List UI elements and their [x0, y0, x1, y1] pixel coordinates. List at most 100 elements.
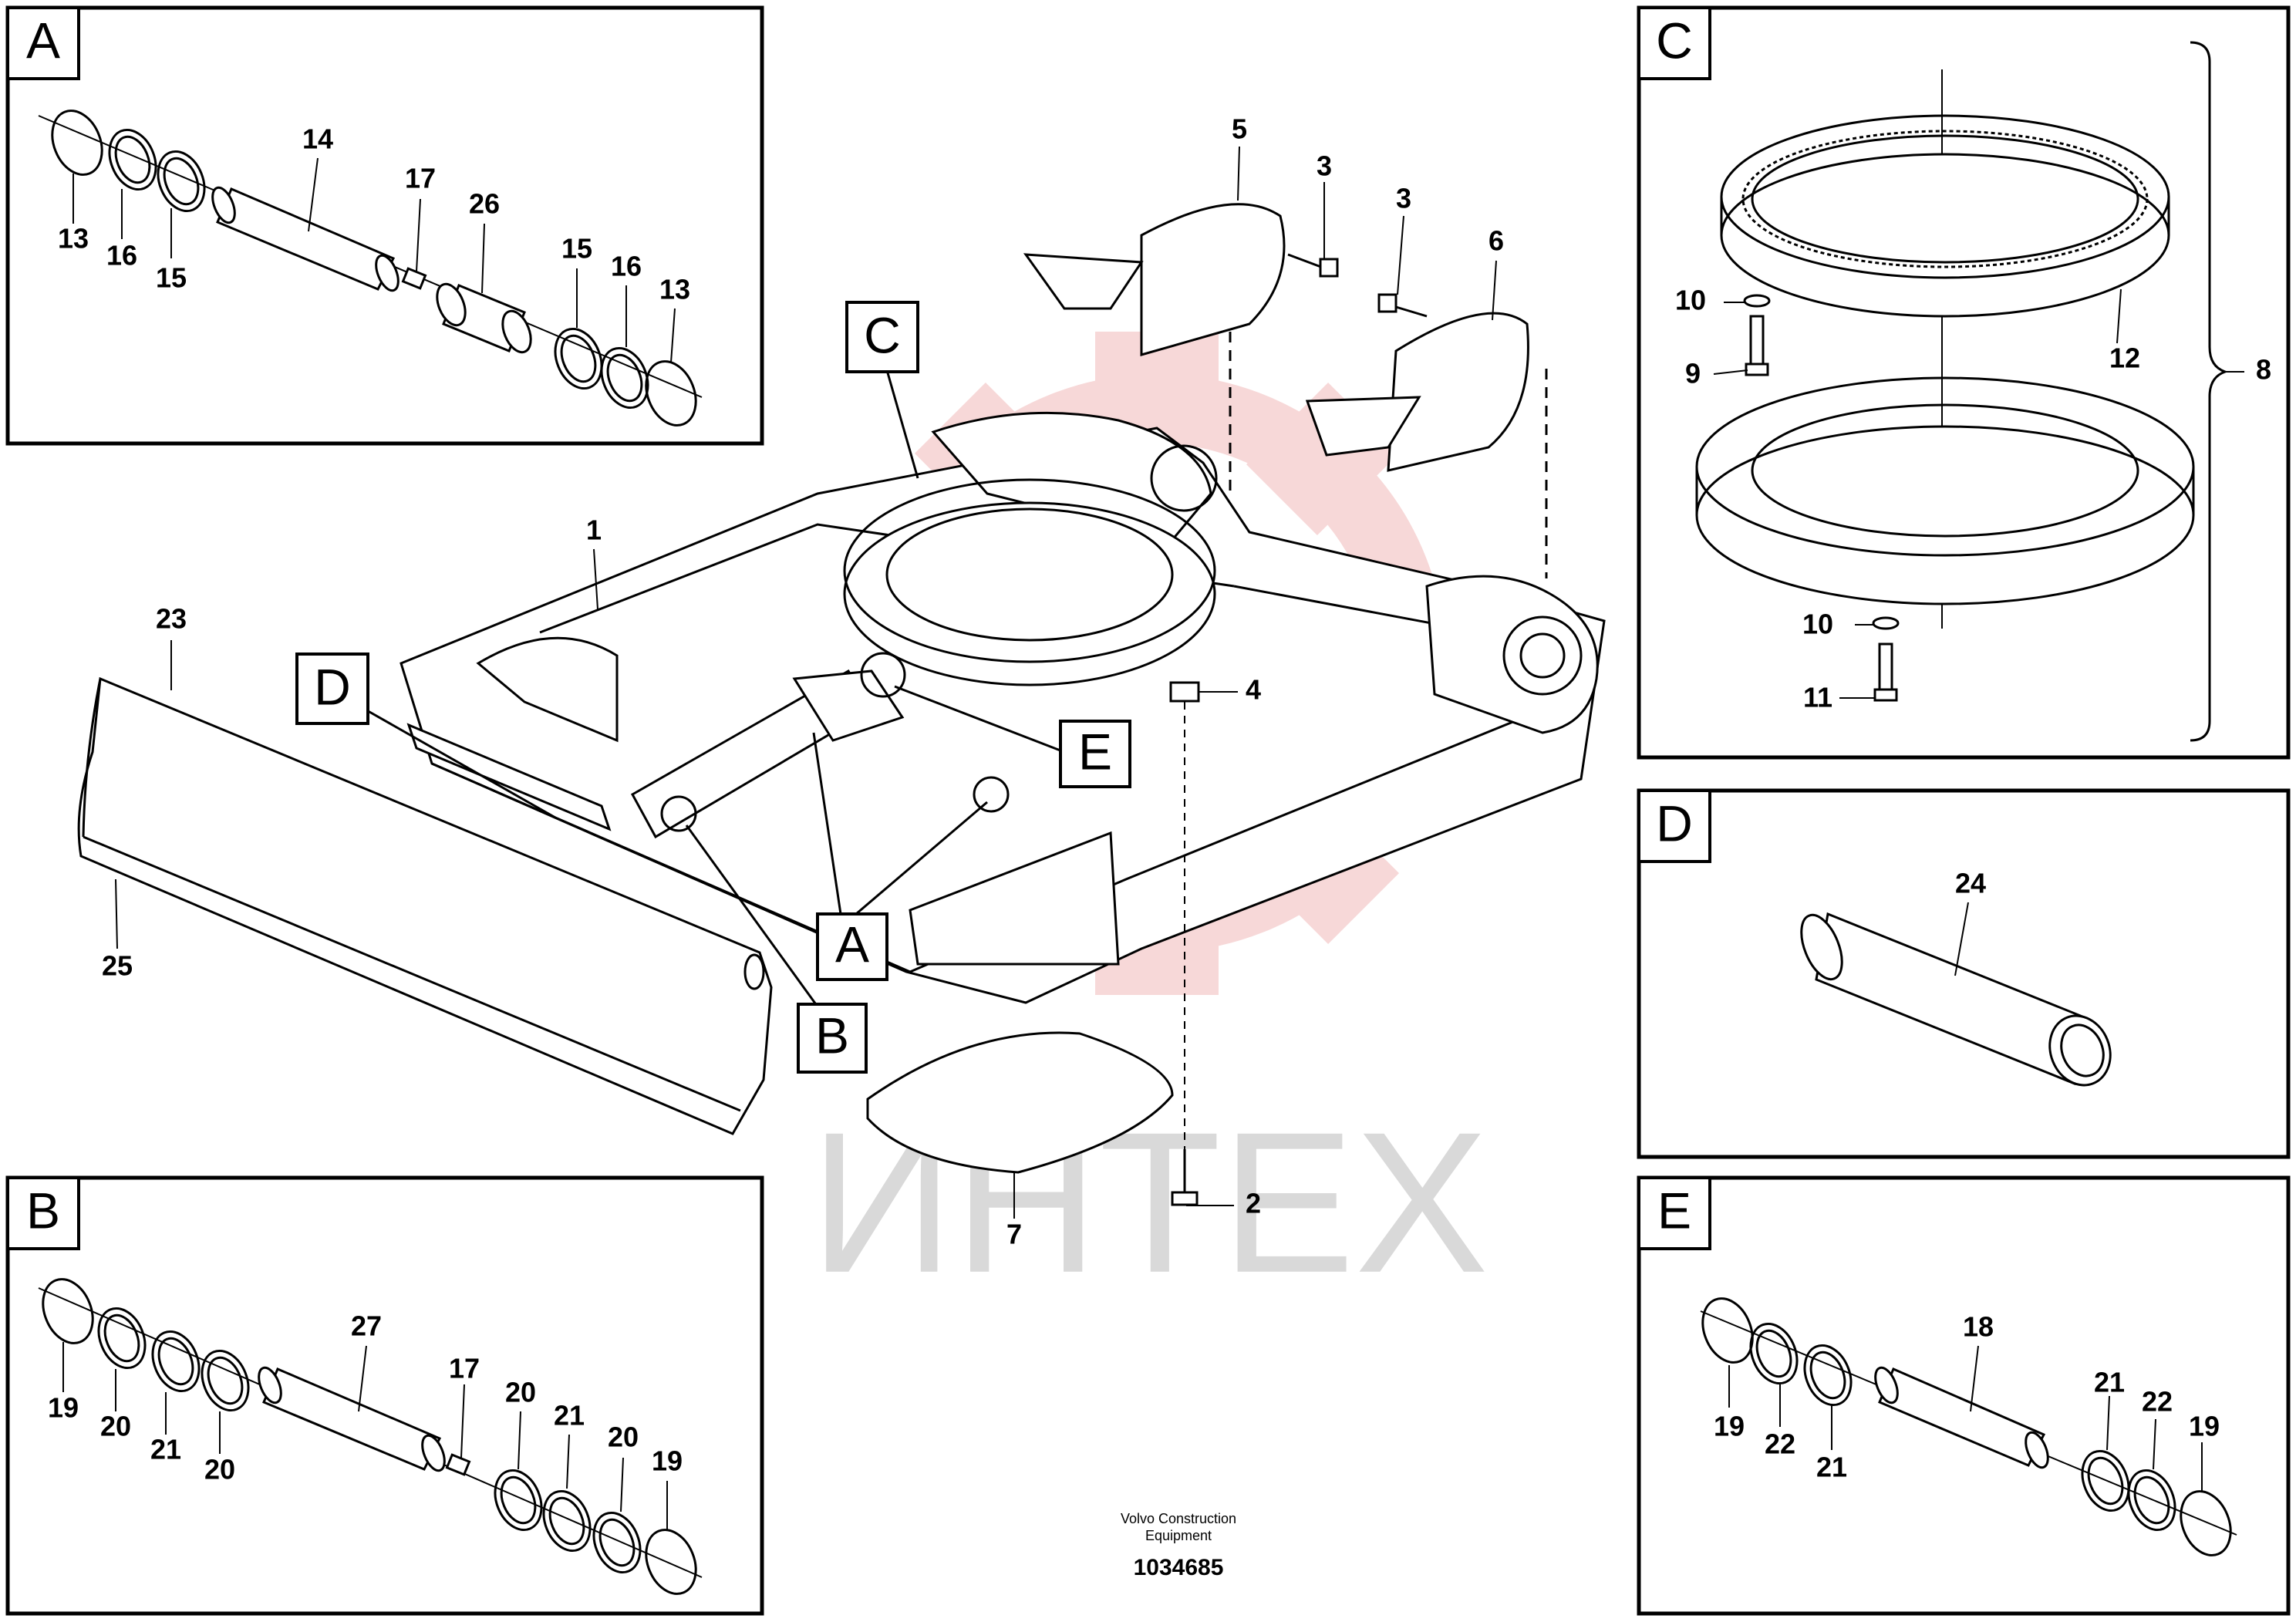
- view-b-frame: [5, 1175, 764, 1616]
- part-number: 13: [659, 274, 690, 305]
- part-number: 19: [48, 1392, 79, 1424]
- part-number: 19: [2189, 1411, 2220, 1442]
- publisher-line-2: Equipment: [1145, 1528, 1212, 1543]
- view-e-letter-box: [1637, 1176, 1711, 1250]
- part-number: 6: [1489, 225, 1504, 257]
- part-number: 23: [156, 603, 187, 635]
- svg-text:C: C: [864, 306, 901, 363]
- view-e-panel: E 19 22 21 18 21 22 19: [1637, 1175, 2291, 1616]
- callout-a: A: [812, 732, 988, 981]
- svg-text:E: E: [1078, 723, 1112, 780]
- view-a-frame: [5, 5, 764, 446]
- retaining-ring-icon: [645, 1529, 697, 1595]
- pin-icon: [216, 187, 396, 291]
- shim-ring-icon: [600, 346, 649, 410]
- grease-nipple-icon: [401, 267, 427, 290]
- part-number: 21: [554, 1400, 585, 1431]
- part-number: 16: [106, 240, 137, 271]
- callout-b: B: [685, 824, 868, 1074]
- view-d-letter-box: [1637, 789, 1711, 863]
- shim-ring-icon: [1803, 1344, 1853, 1407]
- view-d-panel: D 24: [1637, 788, 2291, 1159]
- document-number: 1034685: [1134, 1555, 1224, 1580]
- document-footer: Volvo Construction Equipment 1034685: [1121, 1511, 1236, 1580]
- view-a-panel: A 13 16 15 14 17: [5, 5, 764, 446]
- part-number: 20: [505, 1377, 536, 1408]
- part-number: 3: [1317, 150, 1332, 182]
- view-e-frame: [1637, 1175, 2291, 1616]
- part-number: 11: [1803, 682, 1832, 713]
- part-number: 7: [1006, 1219, 1022, 1250]
- callout-d: D: [295, 653, 556, 819]
- part-number: 21: [150, 1434, 181, 1465]
- seal-ring-icon: [1749, 1322, 1799, 1385]
- bearing-ring-icon: [1695, 376, 2195, 605]
- cover-plate-icon: [1023, 203, 1286, 494]
- seal-ring-icon: [2127, 1469, 2176, 1532]
- part-number: 12: [2109, 342, 2140, 374]
- view-c-letter: C: [1656, 12, 1693, 69]
- part-number: 17: [449, 1353, 480, 1384]
- part-number: 19: [652, 1445, 683, 1477]
- part-number: 22: [2142, 1386, 2173, 1418]
- part-number: 9: [1685, 358, 1701, 389]
- washer-icon: [1872, 616, 1900, 630]
- part-number: 26: [469, 188, 500, 220]
- retaining-ring-icon: [51, 110, 103, 176]
- nut-icon: [1169, 681, 1200, 703]
- group-bracket: [2190, 41, 2229, 742]
- pin-icon: [262, 1367, 442, 1471]
- part-number: 3: [1396, 183, 1411, 214]
- part-number: 25: [102, 950, 133, 982]
- pin-icon: [1878, 1367, 2046, 1467]
- part-number: 24: [1955, 868, 1986, 899]
- undercarriage-frame-icon: [400, 411, 1606, 1004]
- view-c-frame: [1637, 5, 2291, 760]
- slewing-ring-mount-icon: [843, 478, 1216, 686]
- seal-ring-icon: [201, 1349, 250, 1412]
- svg-text:B: B: [815, 1007, 849, 1064]
- view-a-letter: A: [26, 12, 60, 69]
- bolt-icon: [1878, 642, 1893, 693]
- svg-text:D: D: [314, 658, 351, 715]
- dozer-blade-icon: [77, 676, 773, 1135]
- cover-plate-icon: [1305, 312, 1548, 578]
- shim-ring-icon: [108, 128, 157, 191]
- shim-ring-icon: [151, 1330, 201, 1393]
- pin-icon: [1800, 912, 2112, 1087]
- bolt-icon: [1749, 315, 1765, 372]
- part-number: 21: [1816, 1452, 1847, 1483]
- part-number: 16: [611, 251, 642, 282]
- gear-ring-icon: [1720, 114, 2170, 318]
- seal-ring-icon: [494, 1469, 543, 1532]
- part-number: 10: [1675, 285, 1706, 316]
- view-d-frame: [1637, 788, 2291, 1159]
- part-number: 20: [204, 1454, 235, 1485]
- retaining-ring-icon: [645, 360, 697, 427]
- view-e-letter: E: [1657, 1182, 1691, 1239]
- retaining-ring-icon: [42, 1278, 94, 1344]
- washer-icon: [1743, 294, 1771, 308]
- callout-c: C: [845, 301, 919, 479]
- part-number: 19: [1714, 1411, 1745, 1442]
- part-number: 21: [2094, 1367, 2125, 1398]
- view-b-panel: B 19 20 21 20 27 17 20: [5, 1175, 764, 1616]
- part-number: 13: [58, 223, 89, 255]
- view-c-letter-box: [1637, 6, 1711, 80]
- main-assembly: C D E A B: [77, 113, 1606, 1250]
- part-number: 14: [302, 123, 333, 155]
- view-b-letter-box: [6, 1176, 80, 1250]
- bottom-cover-icon: [866, 1031, 1174, 1174]
- view-d-letter: D: [1656, 794, 1693, 851]
- retaining-ring-icon: [2180, 1490, 2232, 1556]
- seal-ring-icon: [554, 327, 603, 390]
- bolt-icon: [1171, 702, 1199, 1206]
- part-number: 20: [608, 1421, 639, 1453]
- shim-ring-icon: [542, 1489, 592, 1553]
- part-number: 15: [156, 262, 187, 294]
- bolt-icon: [1377, 293, 1428, 318]
- part-number: 20: [100, 1411, 131, 1442]
- retaining-ring-icon: [1701, 1297, 1754, 1364]
- view-c-panel: C 10: [1637, 5, 2291, 760]
